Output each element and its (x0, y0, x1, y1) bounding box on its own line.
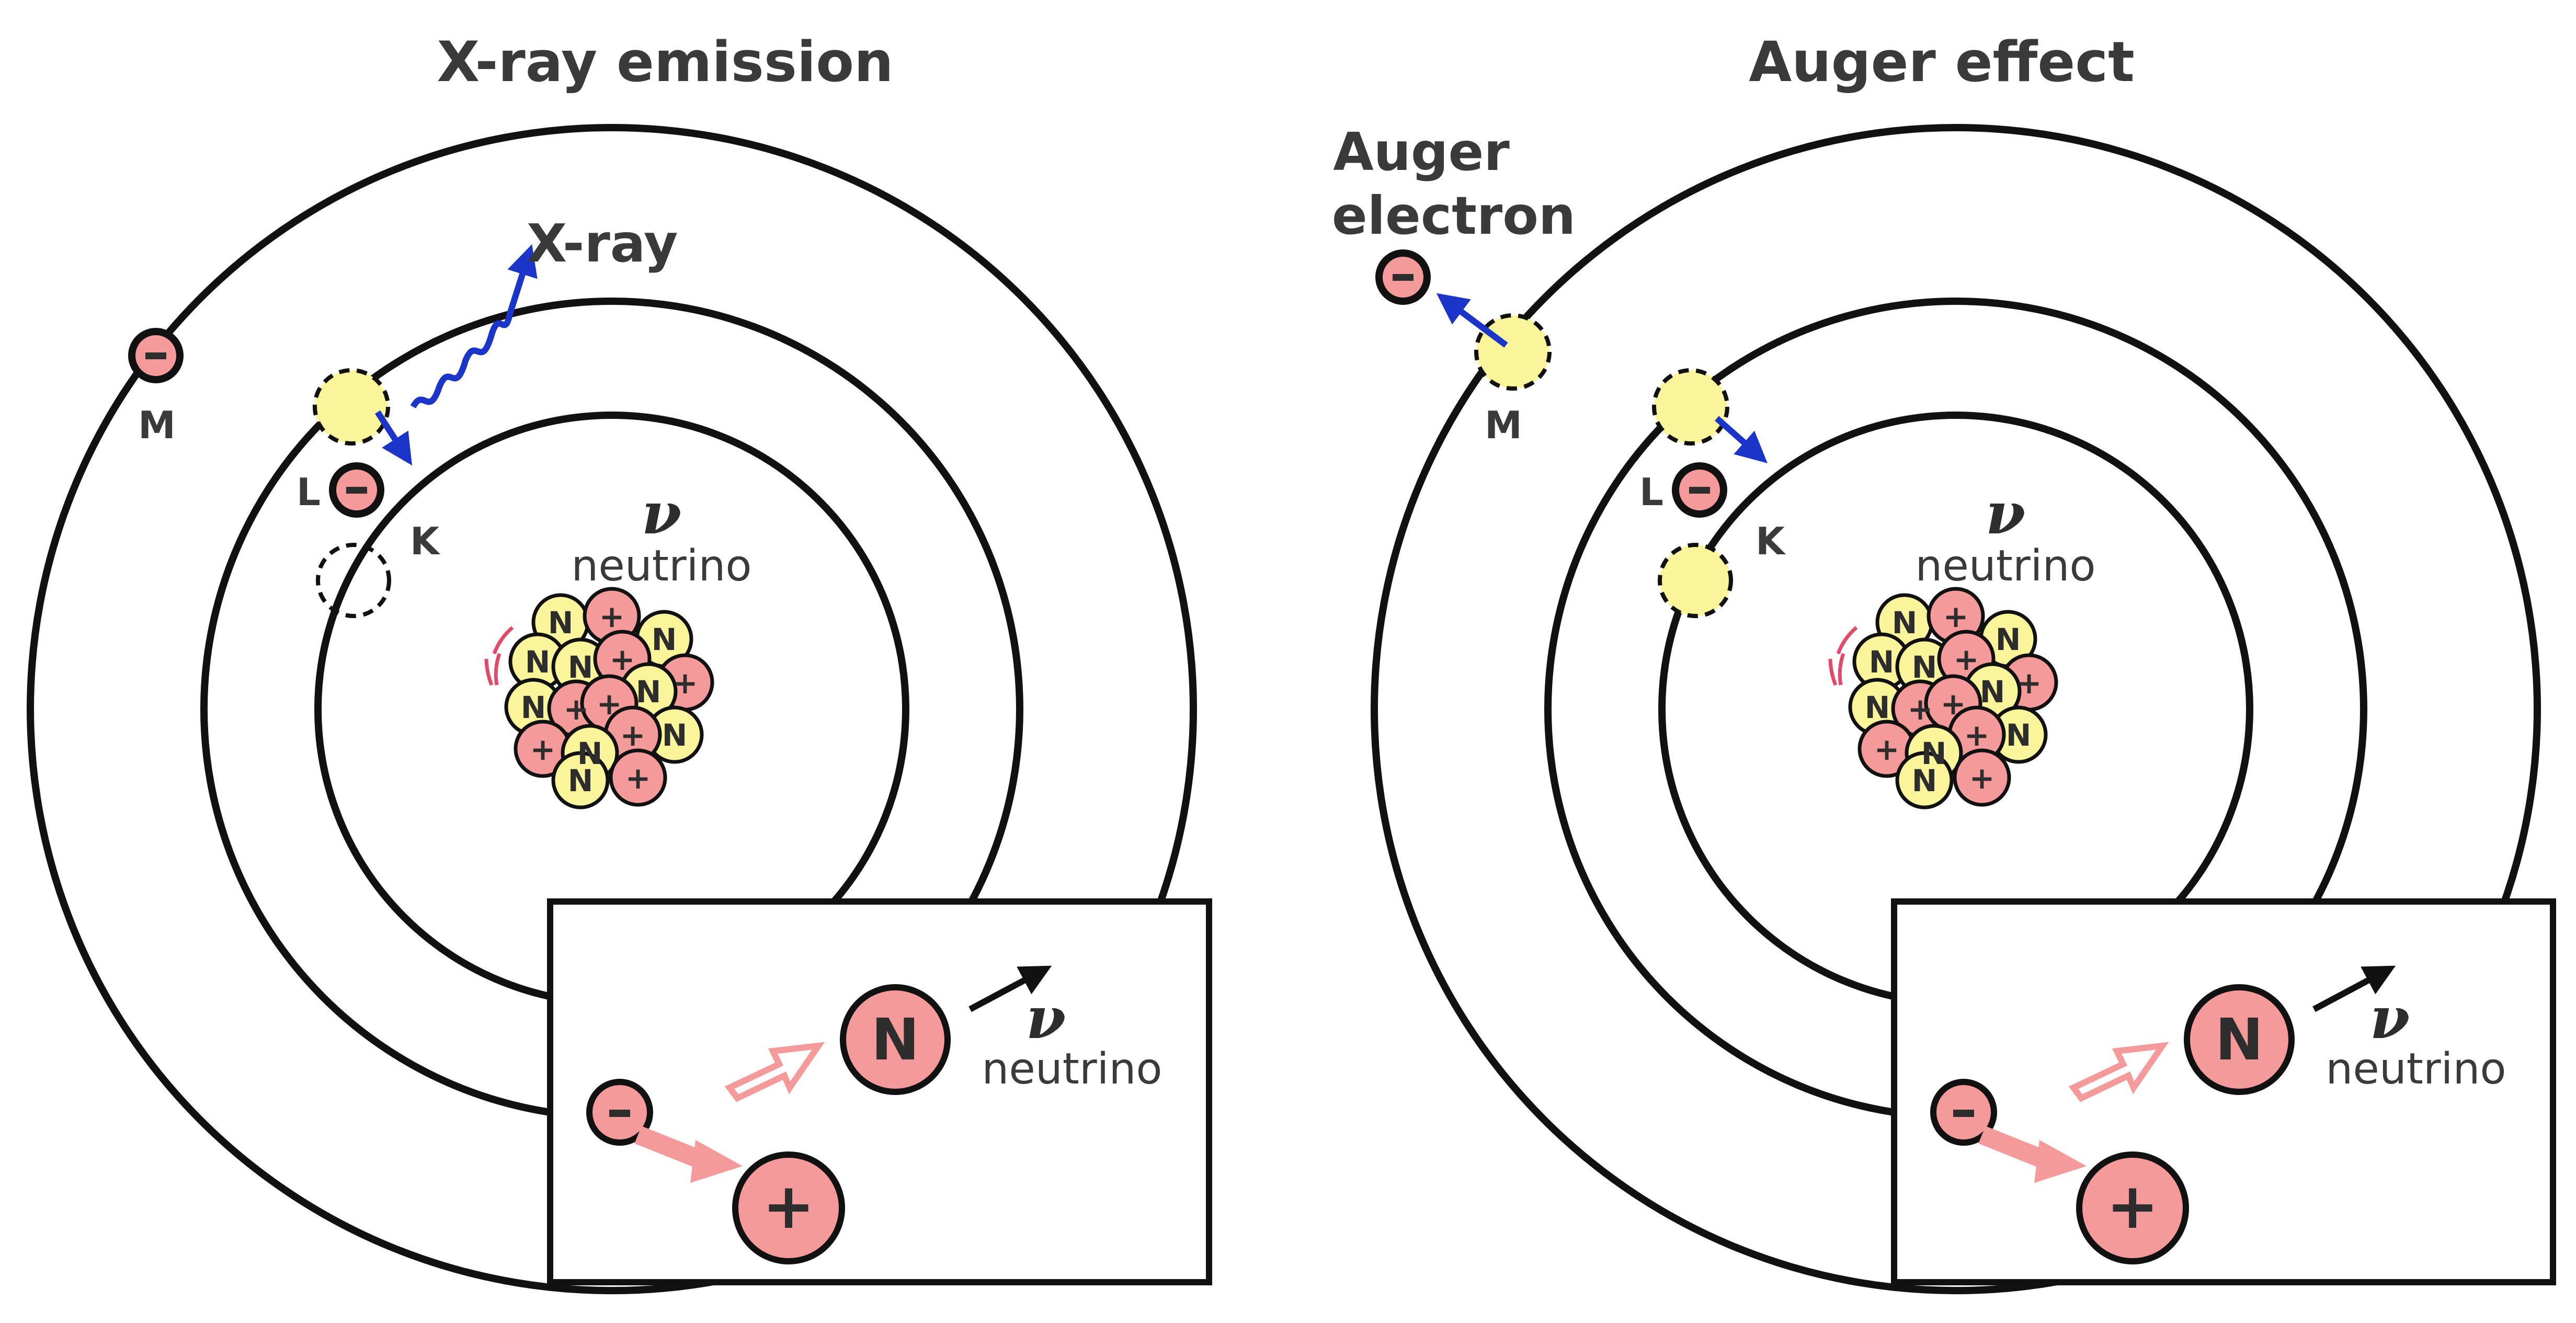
neutron: N (568, 763, 594, 799)
nucleus-labels: N + N N N + + N N + + N + + N N + (1865, 599, 2042, 799)
vacancy-k (1658, 543, 1733, 618)
neutrino-label: neutrino (571, 541, 751, 591)
neutron: N (1996, 622, 2021, 657)
panel-title: Auger effect (1749, 30, 2135, 94)
inset-neutron-sign: N (871, 1006, 919, 1073)
nucleus-labels: N + N N N + + N N + + N + + N N + (521, 599, 698, 799)
inset-neutrino-symbol: ν (1026, 984, 1066, 1052)
inset-capture-arrowhead (2034, 1140, 2087, 1183)
proton: + (2016, 665, 2042, 701)
inset-neutrino-label: neutrino (2326, 1044, 2506, 1094)
proton: + (1941, 686, 1966, 722)
inset-neutrino-arrow (2312, 965, 2396, 1012)
xray-photon-wave (410, 244, 538, 409)
inset-neutrino-label: neutrino (982, 1044, 1162, 1094)
proton: + (599, 599, 625, 634)
inset-neutron (840, 984, 951, 1095)
neutrino-symbol: ν (1986, 480, 2025, 547)
capture-inset: + N ν neutrino (547, 898, 1212, 1285)
neutron: N (1892, 605, 1918, 641)
inset-proton-sign: + (2106, 1170, 2159, 1243)
proton: + (1954, 642, 1979, 677)
proton: + (673, 665, 698, 701)
neutron: N (521, 690, 546, 725)
electron-m (128, 328, 184, 383)
neutron: N (636, 674, 662, 710)
shell-m-orbit (27, 124, 1197, 1294)
neutron: N (2006, 717, 2032, 753)
neutron: N (1921, 736, 1947, 771)
xray-label: X-ray (527, 213, 678, 274)
vacancy-k (316, 543, 391, 618)
shell-label-k: K (410, 519, 440, 563)
inset-proton-sign: + (762, 1170, 815, 1243)
neutron: N (548, 605, 574, 641)
shell-label-m: M (1485, 403, 1522, 447)
inset-proton (2076, 1151, 2189, 1264)
proton: + (620, 717, 646, 753)
inset-electron (586, 1079, 653, 1146)
shell-label-m: M (138, 403, 176, 447)
electron-l (329, 462, 384, 518)
transition-arrow (1715, 416, 1768, 463)
inset-neutrino-arrow (968, 965, 1052, 1012)
inset-proton (732, 1151, 845, 1264)
inset-conversion-arrow (2068, 1042, 2169, 1102)
auger-electron-label-line1: Auger (1333, 121, 1510, 183)
transition-arrow (374, 410, 413, 466)
nucleus-glow-icon (1828, 626, 1858, 686)
proton: + (1943, 599, 1969, 634)
ejection-arrow (1436, 293, 1508, 348)
proton: + (530, 732, 556, 767)
vacancy-m (1474, 313, 1552, 391)
neutron: N (577, 736, 603, 771)
neutron: N (1865, 690, 1890, 725)
auger-electron-label-line2: electron (1332, 185, 1576, 246)
neutrino-label: neutrino (1915, 541, 2095, 591)
proton: + (564, 691, 589, 727)
shell-label-l: L (1639, 470, 1663, 514)
proton: + (1908, 691, 1933, 727)
inset-neutrino-symbol: ν (2370, 984, 2410, 1052)
neutron: N (1980, 674, 2005, 710)
vacancy-l (1652, 368, 1729, 446)
panel-xray-emission: X-ray emission M L K X-ray ν n (27, 30, 1212, 1294)
inset-electron (1930, 1079, 1997, 1146)
nucleus (484, 587, 714, 809)
inset-conversion-arrow (724, 1042, 825, 1102)
inset-capture-arrowhead (690, 1140, 743, 1183)
proton: + (597, 686, 622, 722)
vacancy-l (313, 368, 390, 446)
neutron: N (1912, 649, 1937, 685)
auger-electron (1375, 249, 1431, 305)
shell-m-orbit (1371, 124, 2541, 1294)
shell-label-k: K (1756, 519, 1786, 563)
neutrino-symbol: ν (642, 480, 681, 547)
proton: + (625, 760, 651, 796)
inset-neutron-sign: N (2215, 1006, 2263, 1073)
panel-title: X-ray emission (437, 30, 893, 94)
neutron: N (568, 649, 594, 685)
neutron: N (662, 717, 688, 753)
nucleus-glow-icon (484, 626, 514, 686)
neutron: N (1869, 644, 1895, 680)
electron-l (1672, 462, 1727, 518)
panel-auger-effect: Auger effect Auger electron M L K (1332, 30, 2556, 1294)
neutron: N (652, 622, 677, 657)
proton: + (1874, 732, 1900, 767)
capture-inset: + N ν neutrino (1891, 898, 2556, 1285)
shell-label-l: L (297, 470, 321, 514)
proton: + (610, 642, 635, 677)
neutron: N (1912, 763, 1937, 799)
neutron: N (525, 644, 551, 680)
proton: + (1964, 717, 1990, 753)
inset-neutron (2184, 984, 2295, 1095)
nucleus (1828, 587, 2058, 809)
proton: + (1969, 760, 1995, 796)
